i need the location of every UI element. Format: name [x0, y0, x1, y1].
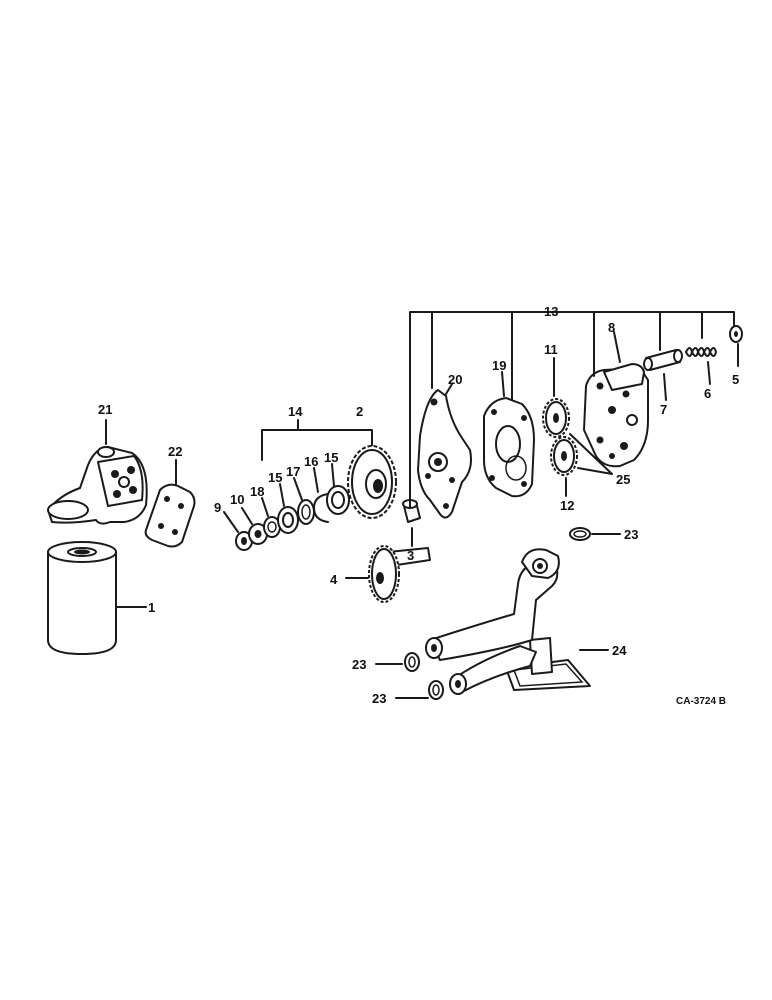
- drawing-code: CA-3724 B: [676, 696, 726, 707]
- callout-15a: 15: [268, 470, 282, 485]
- pump-gear-12: [550, 436, 578, 476]
- callout-23-bottom: 23: [372, 691, 386, 706]
- callout-16: 16: [304, 454, 318, 469]
- bracket-14: [261, 429, 373, 461]
- bracket-13: [409, 311, 735, 509]
- callout-8: 8: [608, 320, 615, 335]
- callout-4: 4: [330, 572, 338, 587]
- callout-11: 11: [544, 342, 558, 357]
- spacer-17: [297, 499, 315, 525]
- pump-cover-20: [417, 389, 472, 519]
- callout-24: 24: [612, 643, 627, 658]
- pump-housing-8: [583, 363, 649, 468]
- relief-valve-plunger-7: [643, 349, 683, 371]
- filter-base-adapter: [47, 446, 148, 525]
- o-ring-23-top: [569, 527, 591, 541]
- o-ring-23-middle: [404, 652, 420, 672]
- retainer-ring-5: [729, 325, 743, 343]
- callout-20: 20: [448, 372, 462, 387]
- filter-base-gasket: [144, 483, 196, 548]
- callout-1: 1: [148, 600, 155, 615]
- callout-3: 3: [407, 548, 414, 563]
- drive-gear-4: [368, 545, 431, 603]
- relief-valve-spring-6: [685, 347, 717, 357]
- bushing-3: [402, 499, 421, 523]
- suction-tube-24: [425, 548, 591, 695]
- callout-13: 13: [544, 304, 558, 319]
- callout-21: 21: [98, 402, 112, 417]
- oil-filter-element: [47, 541, 117, 655]
- callout-18: 18: [250, 484, 264, 499]
- callout-10: 10: [230, 492, 244, 507]
- o-ring-23-bottom: [428, 680, 444, 700]
- callout-12: 12: [560, 498, 574, 513]
- callout-25: 25: [616, 472, 630, 487]
- pump-body-19: [483, 397, 535, 498]
- callout-5: 5: [732, 372, 739, 387]
- callout-7: 7: [660, 402, 667, 417]
- snap-ring-16: [313, 493, 329, 523]
- callout-23-middle: 23: [352, 657, 366, 672]
- callout-15b: 15: [324, 450, 338, 465]
- callout-23-top: 23: [624, 527, 638, 542]
- callout-19: 19: [492, 358, 506, 373]
- callout-6: 6: [704, 386, 711, 401]
- callout-22: 22: [168, 444, 182, 459]
- bearing-15a: [277, 506, 299, 534]
- callout-17: 17: [286, 464, 300, 479]
- bearing-15b: [326, 485, 350, 515]
- callout-9: 9: [214, 500, 221, 515]
- pump-gear-11: [542, 398, 570, 438]
- callout-14: 14: [288, 404, 303, 419]
- washer-18: [263, 516, 281, 538]
- callout-2: 2: [356, 404, 363, 419]
- idler-gear-2: [347, 445, 397, 519]
- leader-25: [569, 433, 613, 475]
